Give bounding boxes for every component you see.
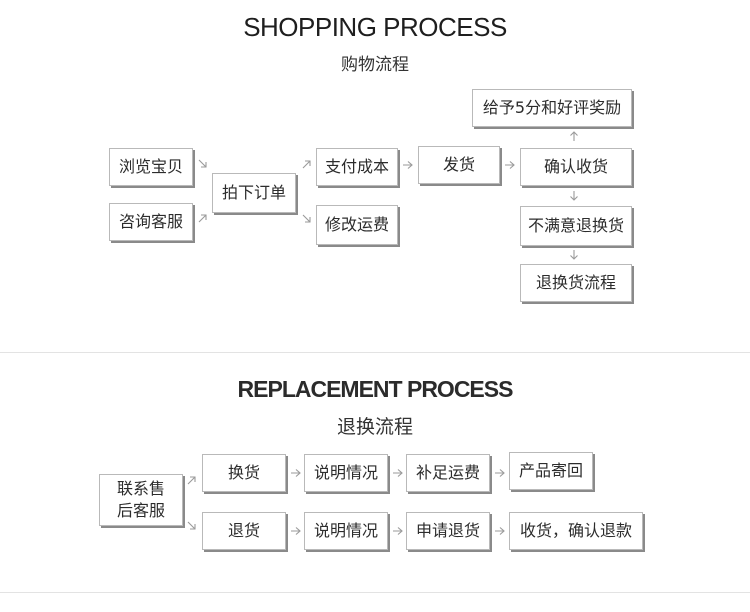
arrow-right-icon — [392, 467, 404, 479]
arrow-right-icon — [494, 525, 506, 537]
step-apply-refund: 申请退货 — [406, 512, 490, 550]
step-order: 拍下订单 — [212, 173, 296, 213]
arrow-right-icon — [392, 525, 404, 537]
bottom-divider — [0, 592, 750, 593]
replacement-title-zh: 退换流程 — [336, 416, 413, 438]
step-receive-confirm: 收货，确认退款 — [509, 512, 643, 550]
arrow-right-icon — [494, 467, 506, 479]
arrow-down-right-icon — [186, 520, 198, 532]
step-review: 给予5分和好评奖励 — [472, 89, 632, 127]
step-explain-1: 说明情况 — [304, 454, 388, 492]
arrow-up-right-icon — [186, 474, 198, 486]
step-shipping-fee: 补足运费 — [406, 454, 490, 492]
step-contact: 联系售后客服 — [99, 474, 183, 526]
arrow-right-icon — [504, 159, 516, 171]
step-browse: 浏览宝贝 — [109, 148, 193, 186]
step-ship: 发货 — [418, 146, 500, 184]
step-consult: 咨询客服 — [109, 203, 193, 241]
arrow-up-right-icon — [301, 158, 313, 170]
shopping-title-en: SHOPPING PROCESS — [243, 12, 507, 42]
step-unsatisfied: 不满意退换货 — [520, 206, 632, 246]
arrow-right-icon — [402, 159, 414, 171]
step-refund: 退货 — [202, 512, 286, 550]
arrow-up-icon — [568, 130, 580, 142]
arrow-up-right-icon — [197, 212, 209, 224]
arrow-down-icon — [568, 190, 580, 202]
arrow-down-right-icon — [301, 213, 313, 225]
step-exchange: 换货 — [202, 454, 286, 492]
section-divider — [0, 352, 750, 353]
arrow-right-icon — [290, 467, 302, 479]
arrow-down-icon — [568, 249, 580, 261]
arrow-down-right-icon — [197, 158, 209, 170]
step-send-back: 产品寄回 — [509, 452, 593, 490]
step-confirm: 确认收货 — [520, 148, 632, 186]
replacement-title-en: REPLACEMENT PROCESS — [237, 376, 514, 402]
arrow-right-icon — [290, 525, 302, 537]
step-modify: 修改运费 — [316, 205, 398, 245]
step-explain-2: 说明情况 — [304, 512, 388, 550]
step-pay: 支付成本 — [316, 148, 398, 186]
shopping-title-zh: 购物流程 — [341, 55, 409, 75]
step-return-flow: 退换货流程 — [520, 264, 632, 302]
